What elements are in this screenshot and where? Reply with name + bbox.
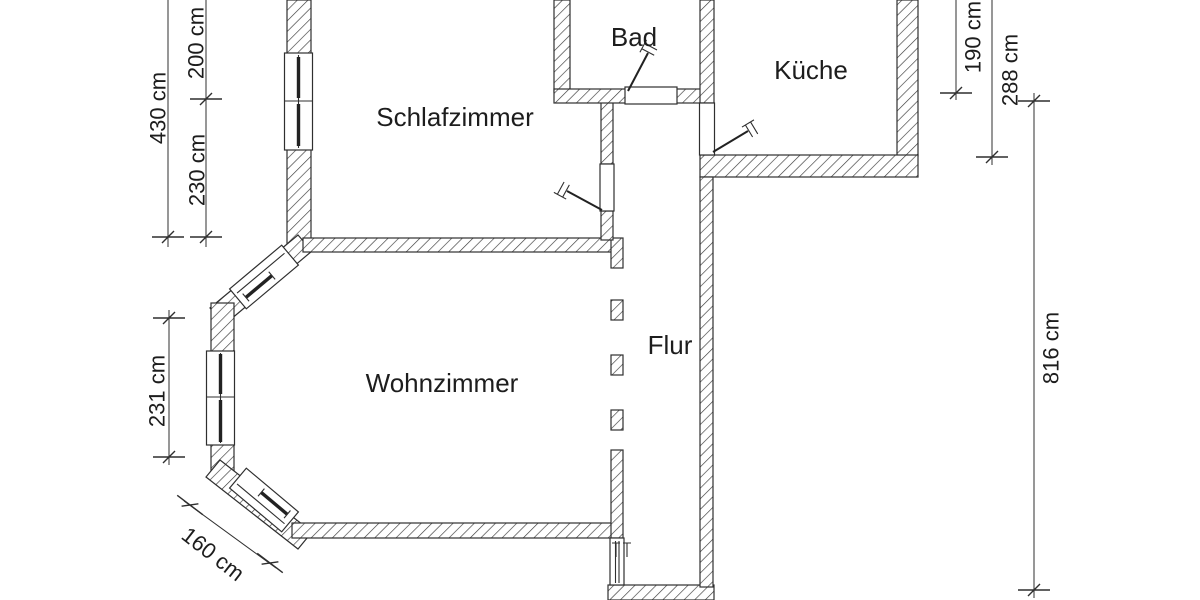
wall-wohnzimmer-bottom — [291, 522, 613, 539]
dimension-tick — [190, 92, 222, 106]
dim-label-430: 430 cm — [146, 72, 171, 144]
window-bay-diagonal-top — [228, 244, 300, 310]
wall-bad-kueche-divider — [699, 0, 715, 104]
wall-flur-right — [699, 176, 714, 588]
dim-label-160: 160 cm — [177, 522, 249, 586]
windows — [205, 52, 314, 533]
door-flur-bottom — [609, 537, 631, 586]
wall-flur-bottom — [607, 584, 715, 600]
dimension-tick — [190, 230, 222, 244]
dimension-tick — [1018, 583, 1050, 597]
door-swing-schlafzimmer — [566, 190, 603, 211]
dimension-tick — [256, 552, 284, 574]
wall-dash-segment-2 — [610, 354, 624, 376]
wall-kueche-bottom — [699, 154, 919, 178]
window-bay-left — [205, 350, 236, 446]
wall-bay-vertical-upper — [210, 302, 235, 355]
wall-flur-left-stub — [610, 237, 624, 269]
dim-label-200: 200 cm — [184, 7, 209, 79]
room-label-flur: Flur — [648, 330, 693, 360]
wall-schlafzimmer-left-upper — [286, 0, 312, 55]
dim-label-816: 816 cm — [1039, 312, 1064, 384]
door-swing-bad — [627, 52, 649, 92]
dim-label-231: 231 cm — [145, 355, 170, 427]
dimension-tick — [940, 86, 972, 100]
dim-label-288: 288 cm — [998, 34, 1023, 106]
dimension-tick — [153, 311, 185, 325]
wall-schlafzimmer-bottom — [302, 237, 613, 253]
wall-flur-left-lower — [610, 449, 624, 539]
door-schlafzimmer — [553, 163, 615, 212]
dimension-tick — [153, 450, 185, 464]
door-handle-kueche — [741, 119, 759, 138]
door-handle-flur-left — [612, 542, 620, 557]
room-labels: Bad Küche Schlafzimmer Wohnzimmer Flur — [366, 22, 848, 398]
room-label-schlafzimmer: Schlafzimmer — [376, 102, 534, 132]
wall-schlafzimmer-flur-upper — [600, 100, 614, 165]
wall-bad-left — [553, 0, 571, 93]
wall-bad-bottom-left — [553, 88, 628, 104]
dimension-tick — [1018, 94, 1050, 108]
window-bay-diagonal-bottom — [228, 467, 300, 533]
room-label-kueche: Küche — [774, 55, 848, 85]
door-handle-bad — [639, 39, 658, 56]
wall-kueche-right — [896, 0, 919, 157]
wall-schlafzimmer-left-lower — [286, 148, 312, 245]
wall-dash-segment-1 — [610, 299, 624, 321]
dim-label-230: 230 cm — [185, 134, 210, 206]
dim-label-190: 190 cm — [961, 1, 986, 73]
doors — [553, 39, 759, 586]
wall-dash-segment-3 — [610, 409, 624, 431]
dimension-tick — [152, 230, 184, 244]
window-schlafzimmer-left — [283, 52, 314, 151]
door-swing-kueche — [712, 130, 749, 153]
room-label-wohnzimmer: Wohnzimmer — [366, 368, 519, 398]
wall-schlafzimmer-flur-lower — [600, 210, 614, 241]
room-label-bad: Bad — [611, 22, 657, 52]
door-kueche — [698, 102, 759, 156]
door-bad — [624, 39, 678, 105]
door-handle-flur-right — [623, 542, 631, 557]
dimension-tick — [976, 150, 1008, 164]
dimension-tick — [176, 494, 204, 516]
door-handle-schlafzimmer — [553, 181, 570, 200]
wall-bad-bottom-right — [674, 88, 702, 104]
